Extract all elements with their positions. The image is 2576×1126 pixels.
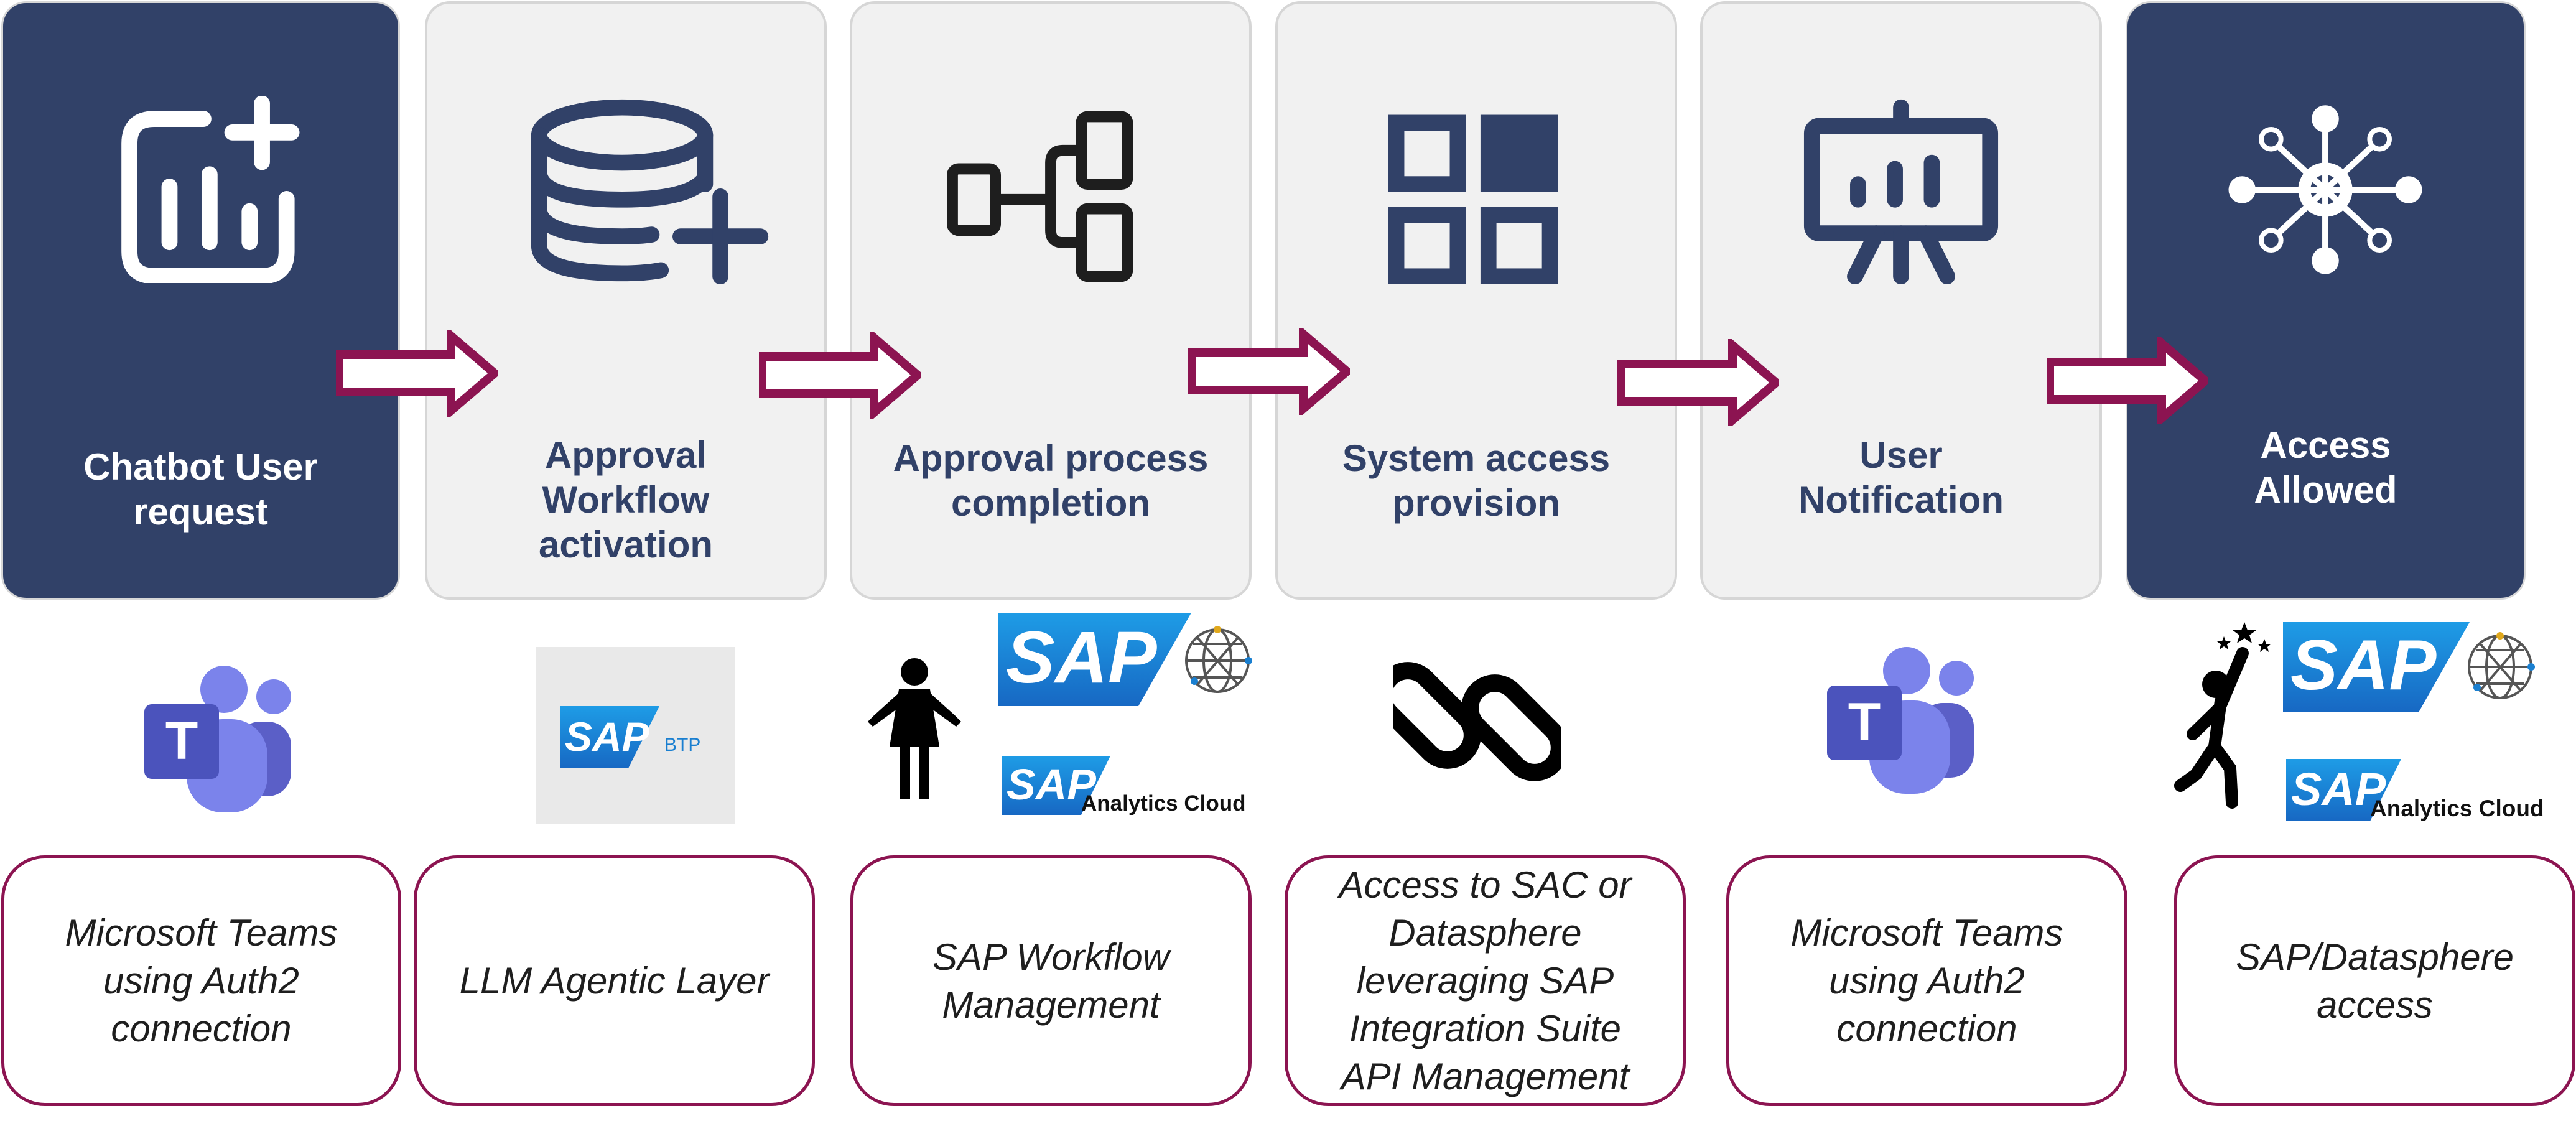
description-text: SAP Workflow Management [932, 936, 1170, 1026]
woman-figure-icon [868, 658, 961, 799]
svg-text:SAP: SAP [2290, 626, 2437, 705]
svg-text:BTP: BTP [664, 735, 700, 755]
step-approval-workflow: Approval Workflow activation [425, 1, 827, 600]
step-access-allowed: Access Allowed [2126, 1, 2526, 600]
description-box: Microsoft Teams using Auth2 connection [1, 855, 401, 1106]
svg-text:T: T [1848, 692, 1881, 752]
description-text: LLM Agentic Layer [459, 960, 770, 1002]
step-title: Approval Workflow activation [538, 434, 714, 565]
sap-analytics-cloud-logo: SAP Analytics Cloud [2286, 759, 2544, 821]
chart-add-icon [121, 96, 300, 283]
svg-text:SAP: SAP [565, 714, 650, 760]
description-box: SAP/Datasphere access [2174, 855, 2575, 1106]
celebrating-person-icon [2174, 622, 2271, 809]
microsoft-teams-logo: T [1827, 647, 1974, 794]
step-chatbot-user-request: Chatbot User request [1, 1, 400, 600]
svg-text:SAP: SAP [1007, 760, 1096, 809]
step-title: Approval process completion [893, 437, 1209, 524]
step-title: User Notification [1798, 434, 2004, 521]
grid-icon [1388, 114, 1558, 284]
step-title: System access provision [1342, 437, 1611, 524]
svg-text:Analytics Cloud: Analytics Cloud [2370, 796, 2544, 821]
svg-text:Analytics Cloud: Analytics Cloud [1081, 791, 1245, 815]
database-add-icon [531, 99, 769, 284]
hierarchy-icon [947, 111, 1133, 282]
chain-link-icon [1393, 662, 1561, 781]
flow-arrow [1188, 328, 1350, 415]
step-system-access-provision: System access provision [1275, 1, 1677, 600]
description-text: SAP/Datasphere access [2236, 936, 2514, 1026]
sap-logo: SAP [2283, 622, 2470, 712]
presentation-icon [1803, 99, 1999, 284]
sap-btp-logo: SAP BTP [536, 647, 735, 824]
description-box: Access to SAC or Datasphere leveraging S… [1285, 855, 1686, 1106]
step-title: Access Allowed [2254, 424, 2397, 511]
svg-text:SAP: SAP [1006, 617, 1157, 699]
sap-logo: SAP [998, 613, 1191, 706]
step-approval-completion: Approval process completion [850, 1, 1252, 600]
flow-arrow [336, 330, 498, 417]
network-hub-icon [2228, 105, 2422, 274]
flow-arrow [759, 332, 921, 419]
microsoft-teams-logo: T [144, 666, 291, 812]
sap-logo: SAP BTP [560, 706, 700, 768]
description-text: Access to SAC or Datasphere leveraging S… [1339, 864, 1632, 1097]
description-box: SAP Workflow Management [850, 855, 1252, 1106]
flow-arrow [1617, 339, 1779, 426]
sap-analytics-cloud-logo: SAP Analytics Cloud [1002, 756, 1245, 815]
globe-network-icon [1185, 626, 1252, 693]
step-title: Chatbot User request [83, 446, 318, 533]
description-box: LLM Agentic Layer [414, 855, 815, 1106]
description-box: Microsoft Teams using Auth2 connection [1726, 855, 2127, 1106]
svg-text:T: T [165, 711, 198, 771]
flow-arrow [2047, 337, 2208, 424]
description-text: Microsoft Teams using Auth2 connection [1790, 912, 2063, 1049]
globe-network-icon [2468, 632, 2535, 699]
step-user-notification: User Notification [1700, 1, 2102, 600]
description-text: Microsoft Teams using Auth2 connection [65, 912, 338, 1049]
svg-text:SAP: SAP [2291, 763, 2386, 815]
